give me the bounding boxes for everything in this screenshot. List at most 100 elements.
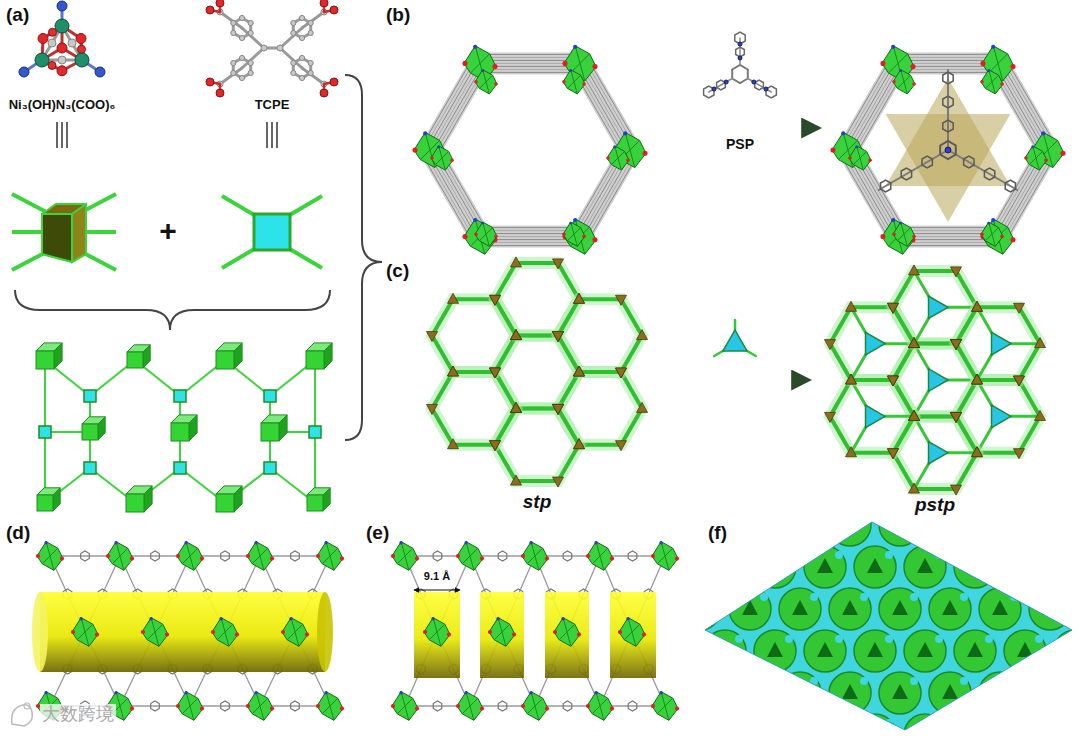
atom bbox=[57, 43, 67, 53]
bond bbox=[280, 28, 302, 48]
nitrogen-dot bbox=[79, 617, 82, 620]
framework-blob bbox=[954, 546, 996, 588]
panel-label: (f) bbox=[708, 522, 727, 544]
blob-window bbox=[935, 635, 943, 643]
nitrogen-dot bbox=[184, 691, 187, 694]
blob-window bbox=[910, 677, 918, 685]
node-triangle bbox=[637, 402, 648, 412]
linker-line bbox=[480, 57, 580, 58]
blob-hole bbox=[767, 642, 783, 657]
atom bbox=[231, 30, 236, 35]
nitrogen-dot bbox=[431, 617, 434, 620]
nitrogen-dot bbox=[987, 222, 990, 225]
atom bbox=[299, 15, 304, 20]
node-triangle bbox=[1014, 376, 1025, 386]
blob-window bbox=[960, 509, 968, 517]
oxygen-dot bbox=[912, 82, 916, 86]
atom bbox=[248, 20, 253, 25]
framework-blob bbox=[729, 672, 771, 714]
node-triangle bbox=[511, 330, 522, 340]
metal-cluster bbox=[282, 618, 308, 647]
atom bbox=[738, 42, 742, 46]
nitrogen-dot bbox=[114, 691, 117, 694]
oxygen-dot bbox=[415, 707, 419, 711]
panel-a bbox=[12, 0, 382, 512]
oxygen-dot bbox=[423, 630, 427, 634]
atom bbox=[330, 78, 338, 86]
oxygen-dot bbox=[880, 61, 885, 66]
nitrogen-dot bbox=[991, 218, 995, 222]
linker-line bbox=[480, 227, 580, 228]
oxygen-dot bbox=[305, 633, 309, 637]
cluster-edge bbox=[567, 228, 580, 241]
atom bbox=[239, 35, 244, 40]
blob-window bbox=[835, 719, 843, 727]
oxygen-dot bbox=[130, 557, 134, 561]
oxygen-dot bbox=[60, 557, 64, 561]
linker-line bbox=[898, 60, 998, 61]
oxygen-dot bbox=[270, 557, 274, 561]
node-triangle bbox=[888, 303, 899, 313]
nitrogen-dot bbox=[219, 617, 222, 620]
equivalence-bar bbox=[266, 122, 268, 148]
phenyl-ring bbox=[943, 72, 953, 84]
cluster-edge bbox=[1029, 151, 1042, 164]
atom bbox=[239, 75, 244, 80]
arrow-label: PSP bbox=[726, 136, 754, 152]
atom bbox=[78, 45, 86, 53]
panel-e bbox=[391, 541, 679, 720]
cluster-formula: Ni₃(OH)N₃(COO)₆ bbox=[9, 98, 116, 113]
framework-blob bbox=[779, 672, 821, 714]
metal-cluster bbox=[392, 692, 418, 721]
oxygen-dot bbox=[1000, 82, 1004, 86]
node-triangle bbox=[846, 374, 857, 384]
cluster-edge bbox=[897, 75, 910, 88]
oxygen-dot bbox=[492, 64, 497, 69]
bond bbox=[242, 28, 264, 48]
oxygen-dot bbox=[1010, 64, 1015, 69]
prism-back bbox=[42, 204, 86, 262]
metal-cluster bbox=[489, 618, 515, 647]
node-triangle bbox=[553, 332, 564, 342]
oxygen-dot bbox=[462, 234, 467, 239]
atom bbox=[239, 15, 244, 20]
atom bbox=[764, 87, 768, 91]
node-triangle bbox=[427, 332, 438, 342]
cluster-edge bbox=[397, 698, 413, 714]
framework-blob bbox=[979, 672, 1021, 714]
nitrogen-dot bbox=[399, 691, 402, 694]
blob-window bbox=[935, 719, 943, 727]
node-triangle bbox=[553, 404, 564, 414]
oxygen-dot bbox=[586, 704, 590, 708]
oxygen-dot bbox=[246, 554, 250, 558]
linker-stack bbox=[848, 63, 898, 150]
blob-window bbox=[985, 635, 993, 643]
panel-b bbox=[412, 32, 1065, 254]
blob-window bbox=[960, 593, 968, 601]
cluster-edge bbox=[624, 624, 640, 640]
atom bbox=[248, 70, 253, 75]
framework-blob bbox=[779, 588, 821, 630]
watermark: 大数跨境 bbox=[40, 704, 116, 725]
oxygen-dot bbox=[447, 633, 451, 637]
cube-front bbox=[306, 351, 324, 369]
phenyl-ring bbox=[433, 701, 442, 711]
blob-window bbox=[760, 677, 768, 685]
oxygen-dot bbox=[553, 630, 557, 634]
metal-cluster bbox=[1025, 146, 1047, 170]
node-rod bbox=[288, 248, 322, 268]
node-triangle bbox=[616, 368, 627, 378]
panel-f bbox=[679, 504, 1080, 736]
cluster-edge bbox=[252, 698, 268, 714]
blob-window bbox=[810, 593, 818, 601]
panel-label: (b) bbox=[386, 4, 410, 26]
node-triangle bbox=[511, 402, 522, 412]
oxygen-dot bbox=[270, 707, 274, 711]
cylinder-end bbox=[317, 592, 333, 672]
cube-front bbox=[261, 423, 279, 441]
blob-hole bbox=[742, 684, 758, 699]
atom bbox=[58, 56, 66, 64]
blob-hole bbox=[792, 684, 808, 699]
blob-hole bbox=[967, 642, 983, 657]
phenyl-ring bbox=[732, 65, 748, 83]
